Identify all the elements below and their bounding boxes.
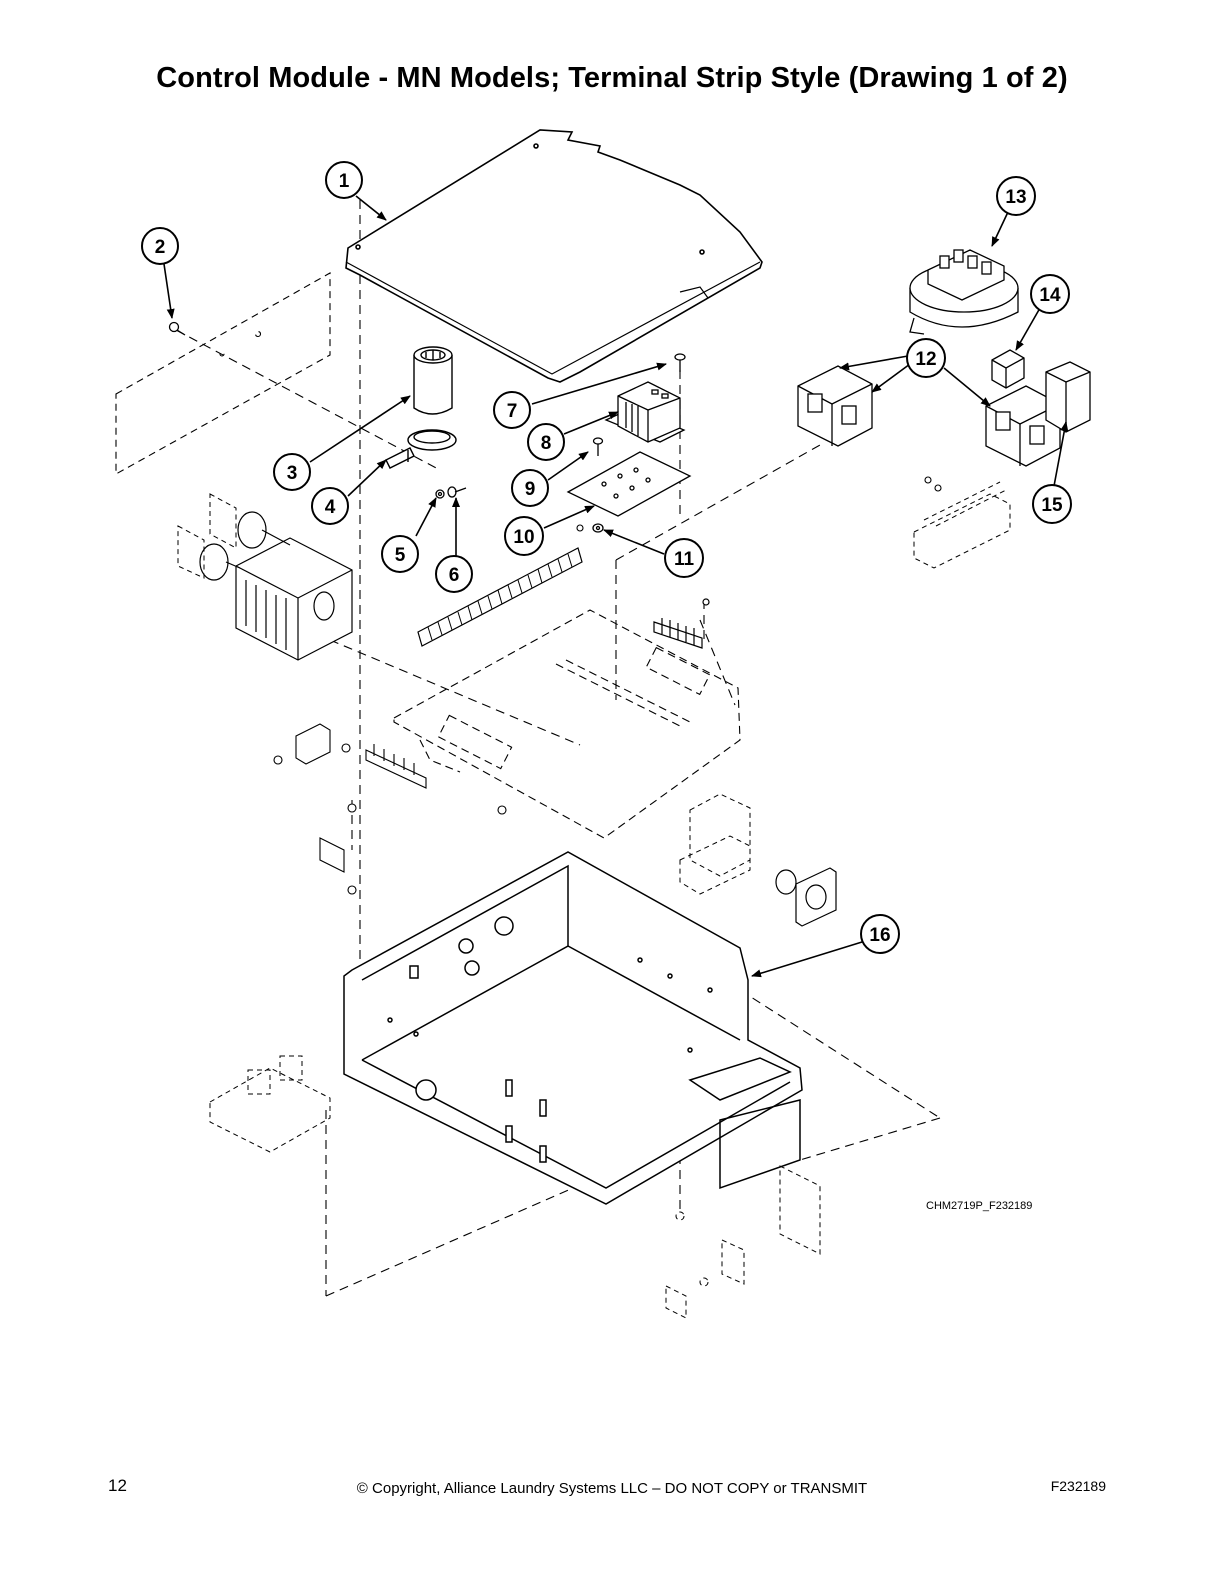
callout-12: 12 (906, 338, 946, 378)
callout-11: 11 (664, 538, 704, 578)
timer-brackets (177, 493, 237, 579)
svg-text:12: 12 (915, 349, 936, 370)
svg-text:15: 15 (1041, 495, 1063, 516)
svg-text:8: 8 (541, 433, 552, 454)
svg-text:3: 3 (287, 463, 298, 484)
top-cover (345, 129, 763, 383)
auxiliary-contact (991, 349, 1025, 389)
capacitor (413, 346, 453, 415)
right-bracket-outline (679, 793, 751, 895)
callout-3: 3 (273, 453, 311, 491)
lower-circuit-board (209, 1055, 331, 1153)
small-fasteners (273, 476, 942, 895)
svg-text:7: 7 (507, 401, 518, 422)
timer-motor-assembly (199, 511, 353, 661)
circuit-board-outline (393, 609, 741, 839)
nut-11 (592, 523, 604, 533)
terminal-strip-short (653, 598, 710, 649)
svg-text:16: 16 (869, 925, 890, 946)
svg-text:5: 5 (395, 545, 406, 566)
screw-2 (168, 321, 186, 336)
callout-9: 9 (511, 469, 549, 507)
control-box-enclosure (343, 851, 803, 1205)
terminal-strip-long (417, 547, 583, 647)
lower-right-brackets (665, 1165, 821, 1319)
svg-text:4: 4 (325, 497, 336, 518)
callout-6: 6 (435, 555, 473, 593)
svg-text:9: 9 (525, 479, 536, 500)
drawing-code: CHM2719P_F232189 (926, 1200, 1032, 1212)
relay-terminal-block (913, 481, 1011, 569)
transformer (604, 381, 686, 443)
callout-10: 10 (504, 516, 544, 556)
overload-relay (1045, 361, 1091, 433)
page-title: Control Module - MN Models; Terminal Str… (156, 62, 1068, 94)
callout-2: 2 (141, 227, 179, 265)
callout-1: 1 (325, 161, 363, 199)
small-terminal-strip (365, 744, 427, 789)
callout-16: 16 (860, 914, 900, 954)
callout-7: 7 (493, 391, 531, 429)
washer-and-screw (435, 486, 467, 499)
svg-text:10: 10 (513, 527, 534, 548)
screw-7 (674, 353, 686, 372)
mounting-plate (566, 451, 692, 517)
copyright-notice: © Copyright, Alliance Laundry Systems LL… (356, 1480, 868, 1497)
capacitor-clamp (385, 429, 457, 469)
svg-text:13: 13 (1005, 187, 1026, 208)
callout-15: 15 (1032, 484, 1072, 524)
page-number: 12 (108, 1476, 127, 1495)
document-code: F232189 (1050, 1478, 1106, 1494)
svg-text:1: 1 (339, 171, 350, 192)
callout-13: 13 (996, 176, 1036, 216)
svg-text:11: 11 (674, 549, 695, 570)
svg-text:6: 6 (449, 565, 460, 586)
svg-text:14: 14 (1039, 285, 1061, 306)
contactors (797, 365, 1061, 467)
callout-8: 8 (527, 423, 565, 461)
svg-text:2: 2 (155, 237, 166, 258)
leader-lines (163, 195, 1069, 978)
screw-9 (592, 437, 604, 456)
rotary-switch (775, 867, 837, 927)
pressure-switch (909, 249, 1019, 335)
side-panel-outline (115, 272, 331, 475)
callout-5: 5 (381, 535, 419, 573)
callout-14: 14 (1030, 274, 1070, 314)
callout-4: 4 (311, 487, 349, 525)
